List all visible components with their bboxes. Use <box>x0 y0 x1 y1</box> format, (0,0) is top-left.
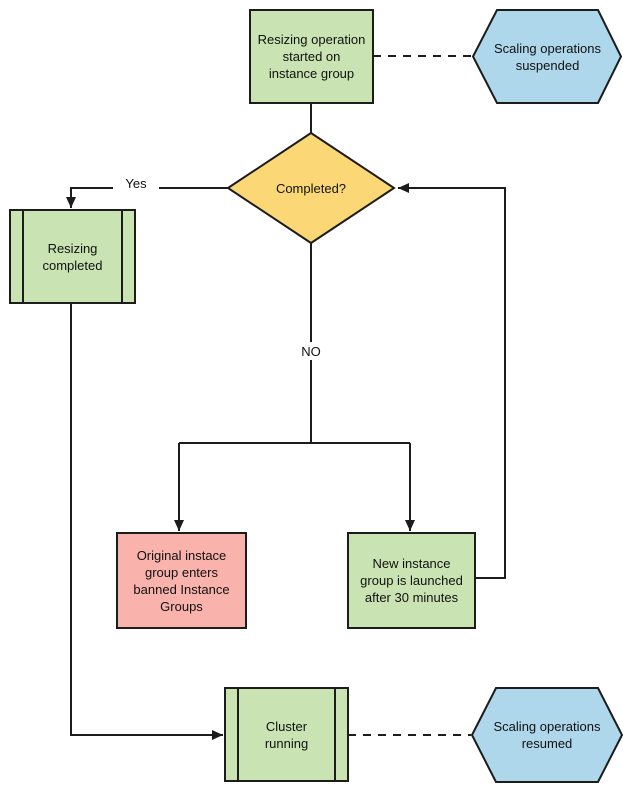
edge-yes-to-resizing-completed <box>66 187 228 208</box>
edge-resizing-to-cluster <box>70 303 223 740</box>
shape-resumed-hexagon <box>470 687 623 783</box>
shape-completed-diamond <box>226 131 396 245</box>
shape-resizing-start-process <box>249 9 374 104</box>
shape-suspended-hexagon <box>471 9 623 104</box>
shape-new-instance-group-process <box>347 532 476 629</box>
shape-resizing-completed-predefined <box>9 209 136 304</box>
shape-banned-groups-process <box>116 532 247 629</box>
shape-cluster-running-predefined <box>224 687 349 782</box>
edge-feedback-loop-to-decision <box>398 183 506 579</box>
